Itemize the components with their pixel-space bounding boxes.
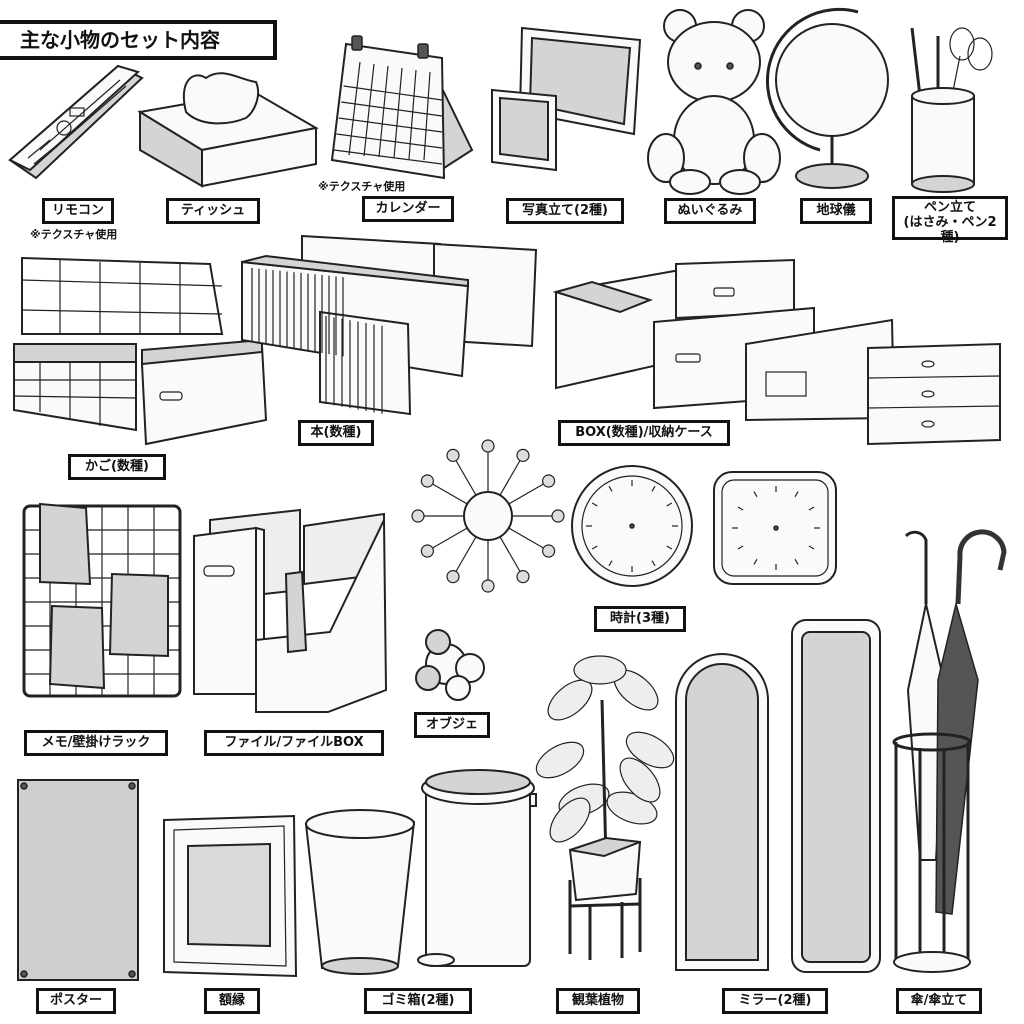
objet-illustration <box>415 629 485 701</box>
label-box: BOX(数種)/収納ケース <box>558 420 730 446</box>
mirror-illustration <box>675 619 881 973</box>
label-pen-stand-line1: ペン立て <box>923 200 976 215</box>
label-umbrella: 傘/傘立て <box>896 988 982 1014</box>
label-remote: リモコン <box>42 198 114 224</box>
umbrella-stand-illustration <box>892 529 1007 973</box>
photo-stand-illustration <box>491 26 642 172</box>
picture-frame-illustration <box>163 814 298 978</box>
label-mirror: ミラー(2種) <box>722 988 828 1014</box>
label-objet: オブジェ <box>414 712 490 738</box>
teddy-bear-illustration <box>647 9 781 195</box>
potted-plant-illustration <box>535 655 675 960</box>
storage-box-illustration <box>552 258 1001 446</box>
label-photo-stand: 写真立て(2種) <box>506 198 624 224</box>
label-books: 本(数種) <box>298 420 374 446</box>
trash-can-illustration <box>304 769 537 975</box>
label-trash: ゴミ箱(2種) <box>364 988 472 1014</box>
label-memo-rack: メモ/壁掛けラック <box>24 730 168 756</box>
label-pen-stand: ペン立て (はさみ・ペン2種) <box>892 196 1008 245</box>
page-title: 主な小物のセット内容 <box>0 20 277 60</box>
label-poster: ポスター <box>36 988 116 1014</box>
tissue-box-illustration <box>137 72 319 188</box>
label-clock: 時計(3種) <box>594 606 686 632</box>
clock-illustration <box>411 439 837 593</box>
label-basket: かご(数種) <box>68 454 166 480</box>
globe-illustration <box>765 7 889 189</box>
calendar-texture-note: ※テクスチャ使用 <box>318 180 406 193</box>
label-plush: ぬいぐるみ <box>664 198 756 224</box>
books-illustration <box>241 234 538 416</box>
remote-control-illustration <box>8 64 144 180</box>
pen-stand-illustration <box>910 27 993 193</box>
label-calendar: カレンダー <box>362 196 454 222</box>
calendar-illustration <box>330 35 474 180</box>
label-file: ファイル/ファイルBOX <box>204 730 384 756</box>
label-frame: 額縁 <box>204 988 260 1014</box>
remote-texture-note: ※テクスチャ使用 <box>30 228 118 241</box>
label-plant: 観葉植物 <box>556 988 640 1014</box>
file-box-illustration <box>193 508 388 713</box>
label-globe: 地球儀 <box>800 198 872 224</box>
poster-illustration <box>17 779 139 981</box>
basket-illustration <box>13 256 268 446</box>
label-pen-stand-line2: (はさみ・ペン2種) <box>903 215 997 245</box>
label-tissue: ティッシュ <box>166 198 260 224</box>
memo-rack-illustration <box>22 502 182 698</box>
